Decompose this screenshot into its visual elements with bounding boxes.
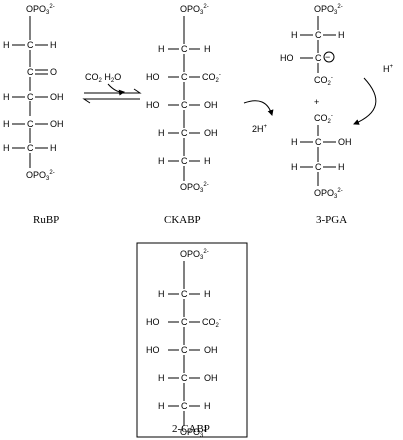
rubp-keto-oxygen: O (50, 67, 57, 77)
cabp-right-group: H (204, 401, 211, 411)
pga2-h: H (291, 162, 298, 172)
cabp-right-group: OH (204, 373, 218, 383)
rubp-carbon-keto: C (27, 67, 34, 77)
rubp-carbon: C (27, 92, 34, 102)
pga2-carbon: C (315, 137, 322, 147)
carbanion-minus: − (325, 52, 330, 62)
h-plus: H+ (383, 64, 394, 74)
pga2-bottom-phosphate: OPO32- (314, 188, 343, 200)
cabp-carbon: C (181, 401, 188, 411)
ckabp-carbon: C (181, 128, 188, 138)
pga2-h: H (338, 162, 345, 172)
rubp-bottom-phosphate: OPO32- (26, 170, 55, 182)
rubp-h: H (3, 119, 10, 129)
ckabp-carbon: C (181, 156, 188, 166)
ckabp-carboxylate: CO2- (202, 72, 221, 84)
ckabp-right-group: OH (204, 128, 218, 138)
plus-sign: + (314, 97, 319, 107)
cleavage-curved-arrow (243, 100, 274, 116)
rubp-h: H (3, 143, 10, 153)
rubp-h: H (50, 143, 57, 153)
pga1-carboxylate: CO2- (314, 75, 333, 87)
cabp-right-group: H (204, 289, 211, 299)
ckabp-carbon: C (181, 44, 188, 54)
cabp-left-group: HO (146, 345, 160, 355)
rubp-carbon: C (27, 40, 34, 50)
cabp-left-group: HO (146, 317, 160, 327)
cabp-left-group: H (158, 289, 165, 299)
rubp-oh: OH (50, 92, 64, 102)
ckabp-top-phosphate: OPO32- (180, 4, 209, 16)
rubp-label: RuBP (33, 214, 59, 226)
ckabp-right-group: H (204, 44, 211, 54)
cabp-left-group: H (158, 401, 165, 411)
reagent-curved-arrow (107, 83, 125, 96)
pga2-carboxylate: CO2- (314, 113, 333, 125)
ckabp-carbon: C (181, 72, 188, 82)
rubp-oh: OH (50, 119, 64, 129)
pga1-carbanion: C (315, 53, 322, 63)
pga2-h: H (291, 137, 298, 147)
ckabp-left-group: H (158, 128, 165, 138)
pga1-h: H (338, 30, 345, 40)
ckabp-left-group: HO (146, 100, 160, 110)
cabp-carbon: C (181, 289, 188, 299)
co2-reagent: CO2 H2O (85, 72, 121, 84)
ckabp-right-group: OH (204, 100, 218, 110)
cabp-box (136, 242, 248, 438)
cabp-right-group: OH (204, 345, 218, 355)
cabp-label: 2-CABP (172, 423, 210, 435)
two-h-plus: 2H+ (252, 124, 268, 134)
pga2-carbon: C (315, 162, 322, 172)
rubp-h: H (50, 40, 57, 50)
carbanion-charge-circle (323, 51, 335, 63)
ckabp-left-group: H (158, 156, 165, 166)
rubp-carbon: C (27, 119, 34, 129)
ckabp-bottom-phosphate: OPO32- (180, 182, 209, 194)
cabp-left-group: H (158, 373, 165, 383)
pga-label: 3-PGA (316, 214, 347, 226)
ckabp-label: CKABP (164, 214, 201, 226)
cabp-carboxylate: CO2- (202, 317, 221, 329)
ckabp-left-group: H (158, 44, 165, 54)
rubp-carbon: C (27, 143, 34, 153)
pga2-oh: OH (338, 137, 352, 147)
ckabp-carbon: C (181, 100, 188, 110)
pga1-ho: HO (280, 53, 294, 63)
rubp-h: H (3, 40, 10, 50)
ckabp-right-group: H (204, 156, 211, 166)
cabp-carbon: C (181, 345, 188, 355)
forward-equilibrium-arrow (84, 88, 142, 94)
ckabp-left-group: HO (146, 72, 160, 82)
rubp-top-phosphate: OPO32- (26, 4, 55, 16)
pga1-carbon: C (315, 30, 322, 40)
protonation-curved-arrow (353, 77, 377, 125)
cabp-carbon: C (181, 317, 188, 327)
pga1-top-phosphate: OPO32- (314, 4, 343, 16)
cabp-carbon: C (181, 373, 188, 383)
reverse-equilibrium-arrow (82, 98, 140, 104)
pga1-h: H (291, 30, 298, 40)
rubp-h: H (3, 92, 10, 102)
cabp-bottom-phosphate: OPO32- (180, 427, 209, 439)
cabp-top-phosphate: OPO32- (180, 249, 209, 261)
